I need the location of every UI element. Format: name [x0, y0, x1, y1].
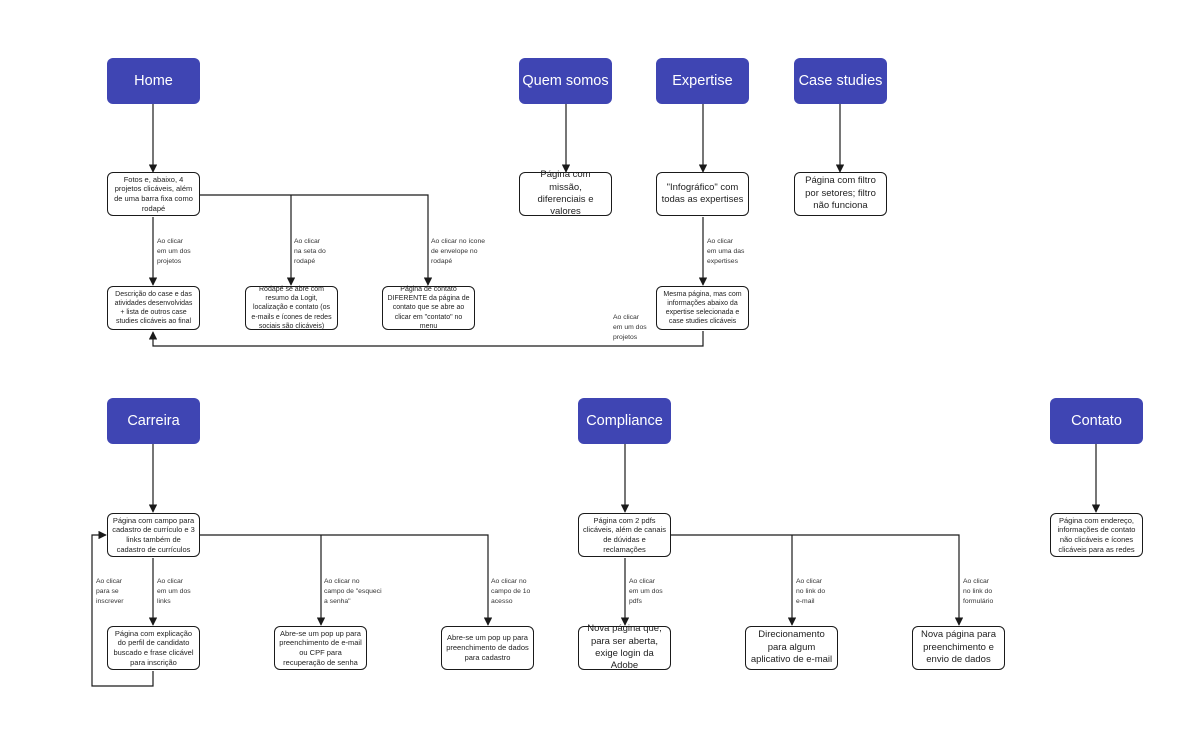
carreira-perfil-box: Página com explicação do perfil de candi…: [107, 626, 200, 670]
expertise-detail-box: Mesma página, mas com informações abaixo…: [656, 286, 749, 330]
note-home-projetos: Ao clicar em um dos projetos: [157, 238, 191, 265]
compliance-pdf-box: Nova página que, para ser aberta, exige …: [578, 623, 671, 671]
home-contato-box: Página de contato DIFERENTE da página de…: [382, 286, 475, 330]
compliance-main-box: Página com 2 pdfs clicáveis, além de can…: [578, 513, 671, 557]
carreira-cadastro-box: Abre-se um pop up para preenchimento de …: [441, 626, 534, 670]
note-carreira-inscrever: Ao clicar para se inscrever: [96, 578, 124, 605]
note-carreira-senha: Ao clicar no campo de "esqueci a senha": [324, 578, 382, 605]
connector: [199, 194, 433, 286]
note-home-envelope: Ao clicar no ícone de envelope no rodapé: [431, 238, 486, 265]
compliance-form-box: Nova página para preenchimento e envio d…: [912, 626, 1005, 670]
note-compliance-pdfs: Ao clicar em um dos pdfs: [629, 578, 663, 605]
contato-box: Página com endereço, informações de cont…: [1050, 513, 1143, 557]
note-home-seta: Ao clicar na seta do rodapé: [294, 238, 326, 265]
note-expertise-projetos: Ao clicar em um dos projetos: [613, 314, 647, 341]
note-carreira-acesso: Ao clicar no campo de 1o acesso: [491, 578, 531, 605]
home-header: Home: [107, 58, 200, 104]
contato-header: Contato: [1050, 398, 1143, 444]
note-compliance-email: Ao clicar no link do e-mail: [796, 578, 826, 605]
case-studies-box: Página com filtro por setores; filtro nã…: [794, 172, 887, 216]
carreira-senha-box: Abre-se um pop up para preenchimento de …: [274, 626, 367, 670]
quem-somos-header: Quem somos: [519, 58, 612, 104]
connector: [671, 534, 964, 626]
quem-somos-box: Página com missão, diferenciais e valore…: [519, 169, 612, 217]
note-carreira-links: Ao clicar em um dos links: [157, 578, 191, 605]
connector: [91, 530, 154, 687]
home-rodape-box: Rodapé se abre com resumo da Logit, loca…: [245, 286, 338, 330]
home-main-box: Fotos e, abaixo, 4 projetos clicáveis, a…: [107, 172, 200, 216]
compliance-header: Compliance: [578, 398, 671, 444]
connector: [199, 534, 493, 626]
carreira-main-box: Página com campo para cadastro de curríc…: [107, 513, 200, 557]
carreira-header: Carreira: [107, 398, 200, 444]
expertise-header: Expertise: [656, 58, 749, 104]
home-case-box: Descrição do case e das atividades desen…: [107, 286, 200, 330]
note-expertise-click: Ao clicar em uma das expertises: [707, 238, 745, 265]
compliance-email-box: Direcionamento para algum aplicativo de …: [745, 626, 838, 670]
note-compliance-form: Ao clicar no link do formulário: [963, 578, 994, 605]
case-studies-header: Case studies: [794, 58, 887, 104]
expertise-box: "Infográfico" com todas as expertises: [656, 172, 749, 216]
connector: [148, 331, 704, 347]
